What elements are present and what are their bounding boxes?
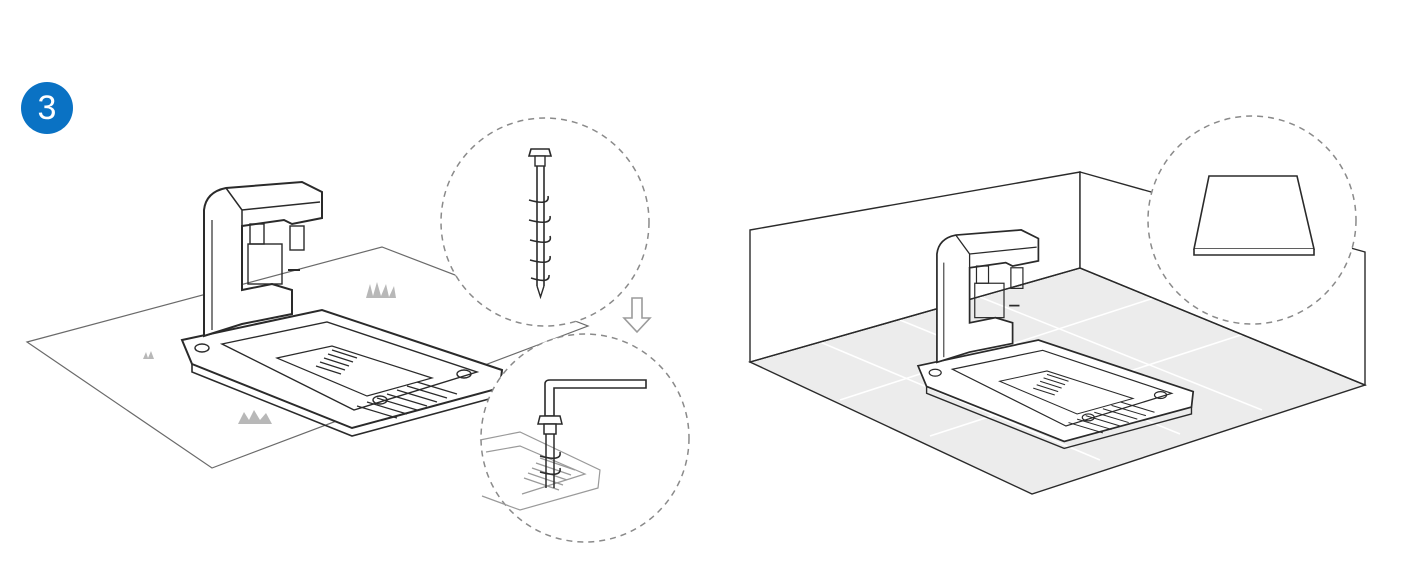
spike-installed: [537, 415, 563, 488]
down-arrow-icon: [622, 297, 652, 334]
ground-spike-icon: [527, 148, 553, 300]
hex-key-icon: [544, 379, 647, 417]
lawn-panel: [25, 117, 690, 543]
step-number-badge: 3: [21, 82, 73, 134]
grass-icon: [143, 282, 396, 424]
installation-detail-circle: [480, 333, 690, 543]
flat-surface-icon: [1193, 175, 1316, 256]
indoor-panel: [748, 115, 1368, 495]
